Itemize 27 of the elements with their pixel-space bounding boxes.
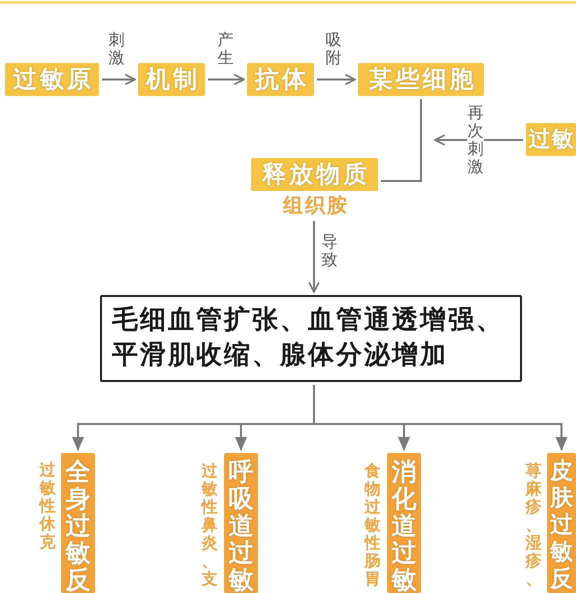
process-box: 释放物质 [251,158,378,191]
note-text: 过敏性鼻炎、支 [201,462,218,588]
category-box: 全身过敏反 [61,453,95,593]
process-box: 过敏 [526,123,576,156]
note-text: 荨麻疹、湿疹、 [525,462,542,588]
edge-label: 吸附 [325,31,342,67]
edge-label: 再次刺激 [467,104,484,176]
arrow [208,74,245,85]
edge-label: 刺激 [108,31,125,67]
process-box: 抗体 [247,63,314,96]
arrow [317,74,356,85]
note-text: 食物过敏性肠胃 [364,462,381,588]
category-box: 皮肤过敏反 [547,453,576,593]
connector-line [381,99,422,182]
edge-label: 导致 [321,233,338,269]
process-box: 机制 [138,63,205,96]
note-text: 组织胺 [283,193,349,217]
process-box: 某些细胞 [358,63,484,96]
note-text: 过敏性休克 [39,461,56,551]
category-box: 呼吸道过敏 [224,453,258,593]
arrow [102,74,136,85]
arrow [308,221,320,293]
process-box: 过敏原 [5,63,99,96]
category-box: 消化道过敏 [387,453,421,593]
result-box: 毛细血管扩张、血管通透增强、平滑肌收缩、腺体分泌增加 [100,295,522,382]
arrow [313,385,568,451]
edge-label: 产生 [217,31,234,67]
